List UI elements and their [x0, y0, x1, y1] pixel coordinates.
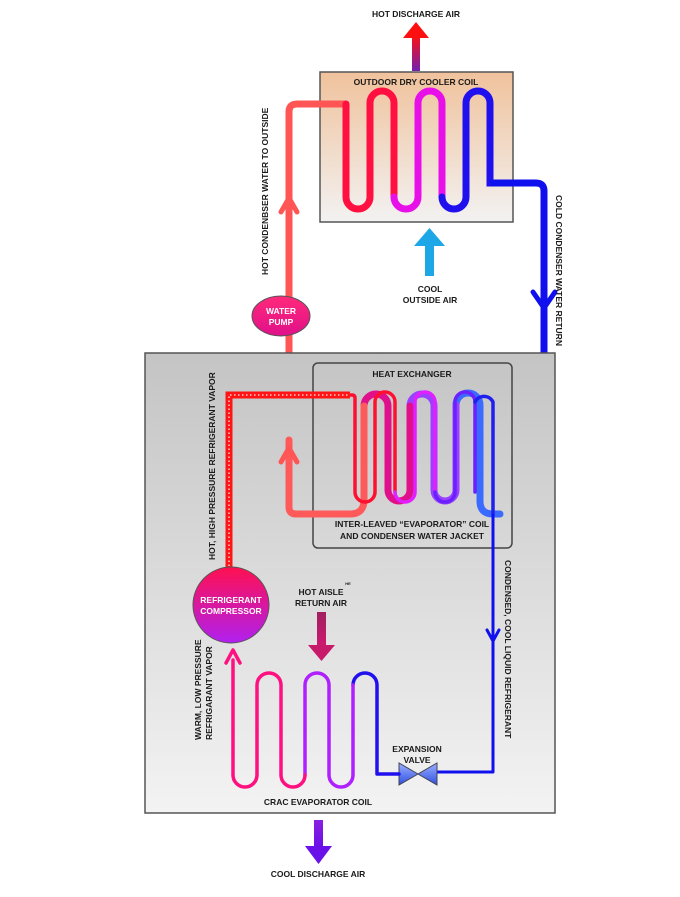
- crac-coil-label: CRAC EVAPORATOR COIL: [264, 797, 372, 807]
- condensed-liquid-label: CONDENSED, COOL LIQUID REFRIGERANT: [503, 560, 513, 739]
- warm-lp-vapor-label-2: REFRIGARANT VAPOR: [204, 646, 214, 740]
- hot-hp-vapor-label: HOT, HIGH PRESSURE REFRIGERANT VAPOR: [207, 372, 217, 560]
- hot-aisle-label-1: HOT AISLE: [298, 587, 343, 597]
- flow-arrow-up-icon: [224, 648, 242, 665]
- interleaved-evaporator-coil: [344, 390, 495, 516]
- flow-arrow-up-icon: [278, 195, 300, 215]
- cold-condenser-return-label: COLD CONDENSER WATER RETURN: [554, 195, 564, 346]
- hot-condenser-water-label: HOT CONDENBSER WATER TO OUTSIDE: [260, 107, 270, 275]
- interleaved-coil-label-1: INTER-LEAVED “EVAPORATOR” COIL: [335, 519, 489, 529]
- hot-aisle-label-2: RETURN AIR: [295, 598, 347, 608]
- hot-aisle-return-air-arrow: [308, 612, 335, 661]
- liquid-refrigerant-line: [427, 514, 495, 774]
- cool-outside-air-arrow: [414, 228, 445, 276]
- hot-discharge-air-arrow: [403, 22, 429, 71]
- cool-discharge-air-arrow: [305, 820, 332, 864]
- water-pump: [251, 295, 311, 337]
- heat-exchanger-label: HEAT EXCHANGER: [372, 369, 451, 379]
- water-pump-label-2: PUMP: [269, 317, 294, 327]
- outside-air-label: OUTSIDE AIR: [403, 295, 457, 305]
- water-pump-label-1: WATER: [266, 306, 296, 316]
- hot-vapor-line: [225, 391, 350, 570]
- outdoor-coil-label: OUTDOOR DRY COOLER COIL: [354, 77, 479, 87]
- expansion-valve-label-1: EXPANSION: [392, 744, 441, 754]
- flow-arrow-down-icon: [485, 628, 501, 643]
- cool-label: COOL: [418, 284, 443, 294]
- flow-arrow-down-icon: [530, 289, 558, 311]
- expansion-valve-label-2: VALVE: [403, 755, 430, 765]
- hot-water-supply-pipe: [285, 100, 346, 440]
- interleaved-coil-label-2: AND CONDENSER WATER JACKET: [340, 531, 485, 541]
- cool-discharge-air-label: COOL DISCHARGE AIR: [271, 869, 365, 879]
- warm-lp-vapor-label-1: WARM, LOW PRESSURE: [193, 639, 203, 740]
- compressor-label-2: COMPRESSOR: [200, 606, 261, 616]
- compressor-label-1: REFRIGERANT: [200, 595, 262, 605]
- heat-exchanger-box: [312, 362, 513, 549]
- hot-discharge-air-label: HOT DISCHARGE AIR: [372, 9, 460, 19]
- outdoor-serpentine-coil: [342, 87, 530, 213]
- crac-evaporator-coil: [231, 658, 401, 789]
- flow-arrow-up-icon: [278, 445, 300, 465]
- hot-aisle-superscript: HE: [345, 581, 351, 586]
- refrigerant-compressor: [192, 566, 270, 644]
